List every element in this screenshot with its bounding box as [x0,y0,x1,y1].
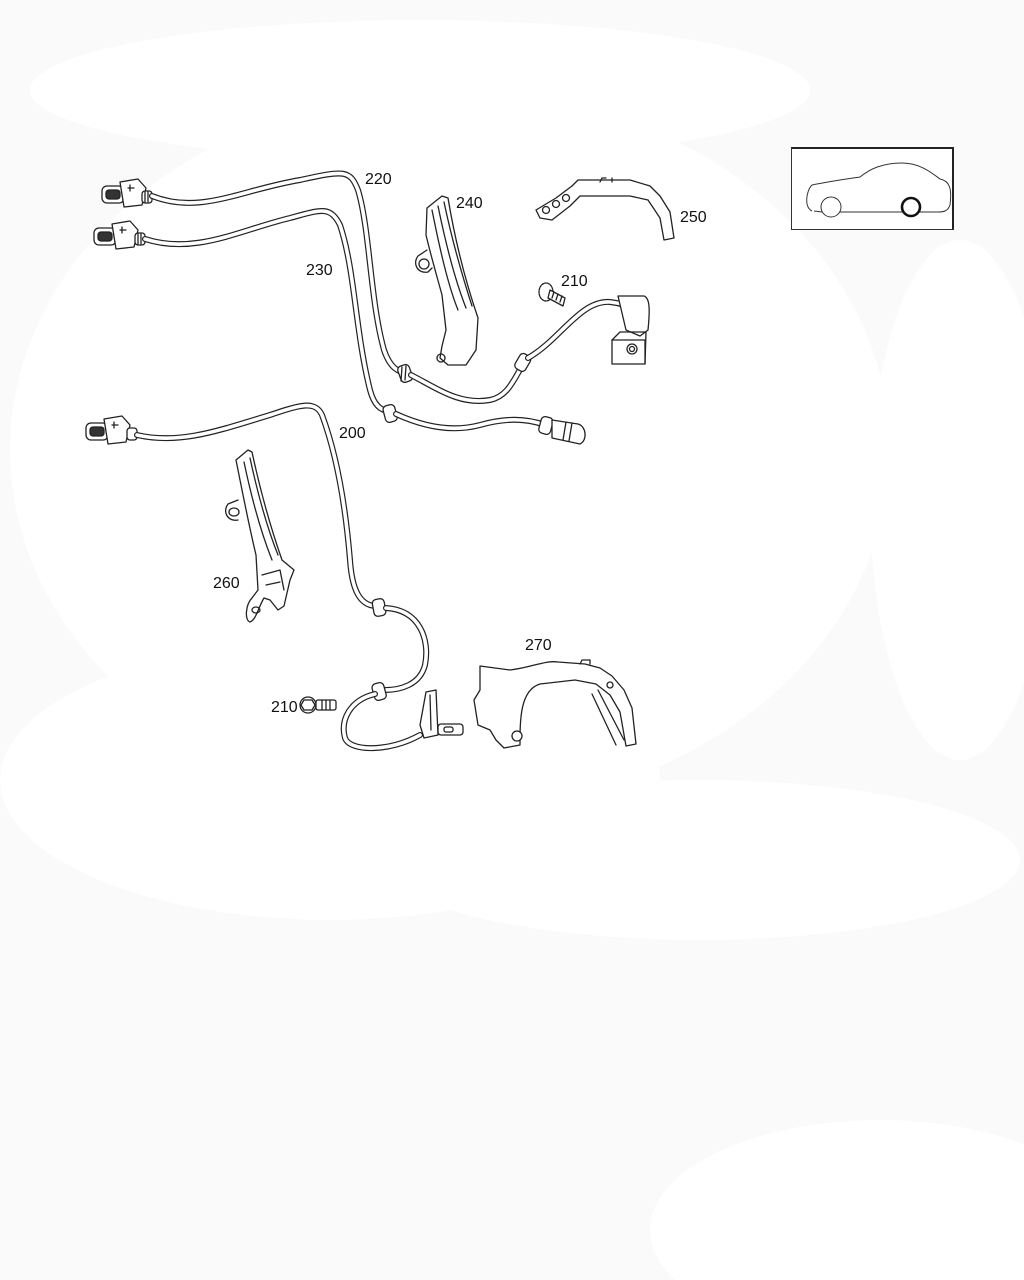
plug-connector-icon [94,221,145,249]
angled-sensor-icon [612,296,649,364]
cable-holder-250[interactable] [536,178,674,240]
grommet-icon [397,363,414,383]
sensor-head-icon [420,690,463,738]
cable-holder-270[interactable] [474,660,636,748]
callout-270: 270 [525,637,552,654]
callout-210-upper: 210 [561,273,588,290]
screw-210-lower[interactable] [300,697,336,713]
car-side-locator-icon [806,162,952,218]
bracket-260[interactable] [226,450,294,622]
callout-230: 230 [306,262,333,279]
plug-connector-icon [102,179,152,207]
straight-sensor-icon [538,416,585,444]
sensor-cable-220[interactable] [102,173,649,401]
callout-250: 250 [680,209,707,226]
sensor-cable-200[interactable] [86,406,463,749]
plug-connector-icon [86,416,137,444]
callout-220: 220 [365,171,392,188]
callout-240: 240 [456,195,483,212]
sensor-cable-230[interactable] [94,211,585,444]
callout-210-lower: 210 [271,699,298,716]
vehicle-locator-panel [791,147,954,230]
callout-200: 200 [339,425,366,442]
highlighted-rear-wheel-icon [900,196,922,218]
callout-260: 260 [213,575,240,592]
bracket-240[interactable] [416,196,478,365]
screw-210-upper[interactable] [539,283,565,306]
